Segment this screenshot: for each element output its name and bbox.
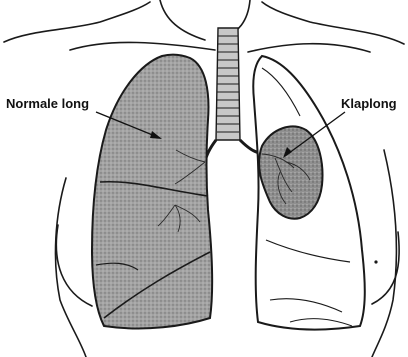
left-shoulder-line [4, 2, 150, 42]
normal-lung-shape [92, 55, 212, 329]
left-breast-contour [56, 225, 92, 306]
right-clavicle [248, 44, 370, 52]
right-cavity-dot [374, 260, 377, 263]
left-clavicle [70, 42, 215, 50]
collapsed-lung-label: Klaplong [341, 96, 397, 111]
right-breast-contour [372, 232, 399, 304]
right-side-contour [372, 150, 396, 357]
bronchi [205, 140, 262, 162]
normal-lung [92, 55, 212, 329]
right-shoulder-line [262, 2, 404, 44]
neck-left-line [160, 0, 205, 40]
normal-lung-label: Normale long [6, 96, 89, 111]
